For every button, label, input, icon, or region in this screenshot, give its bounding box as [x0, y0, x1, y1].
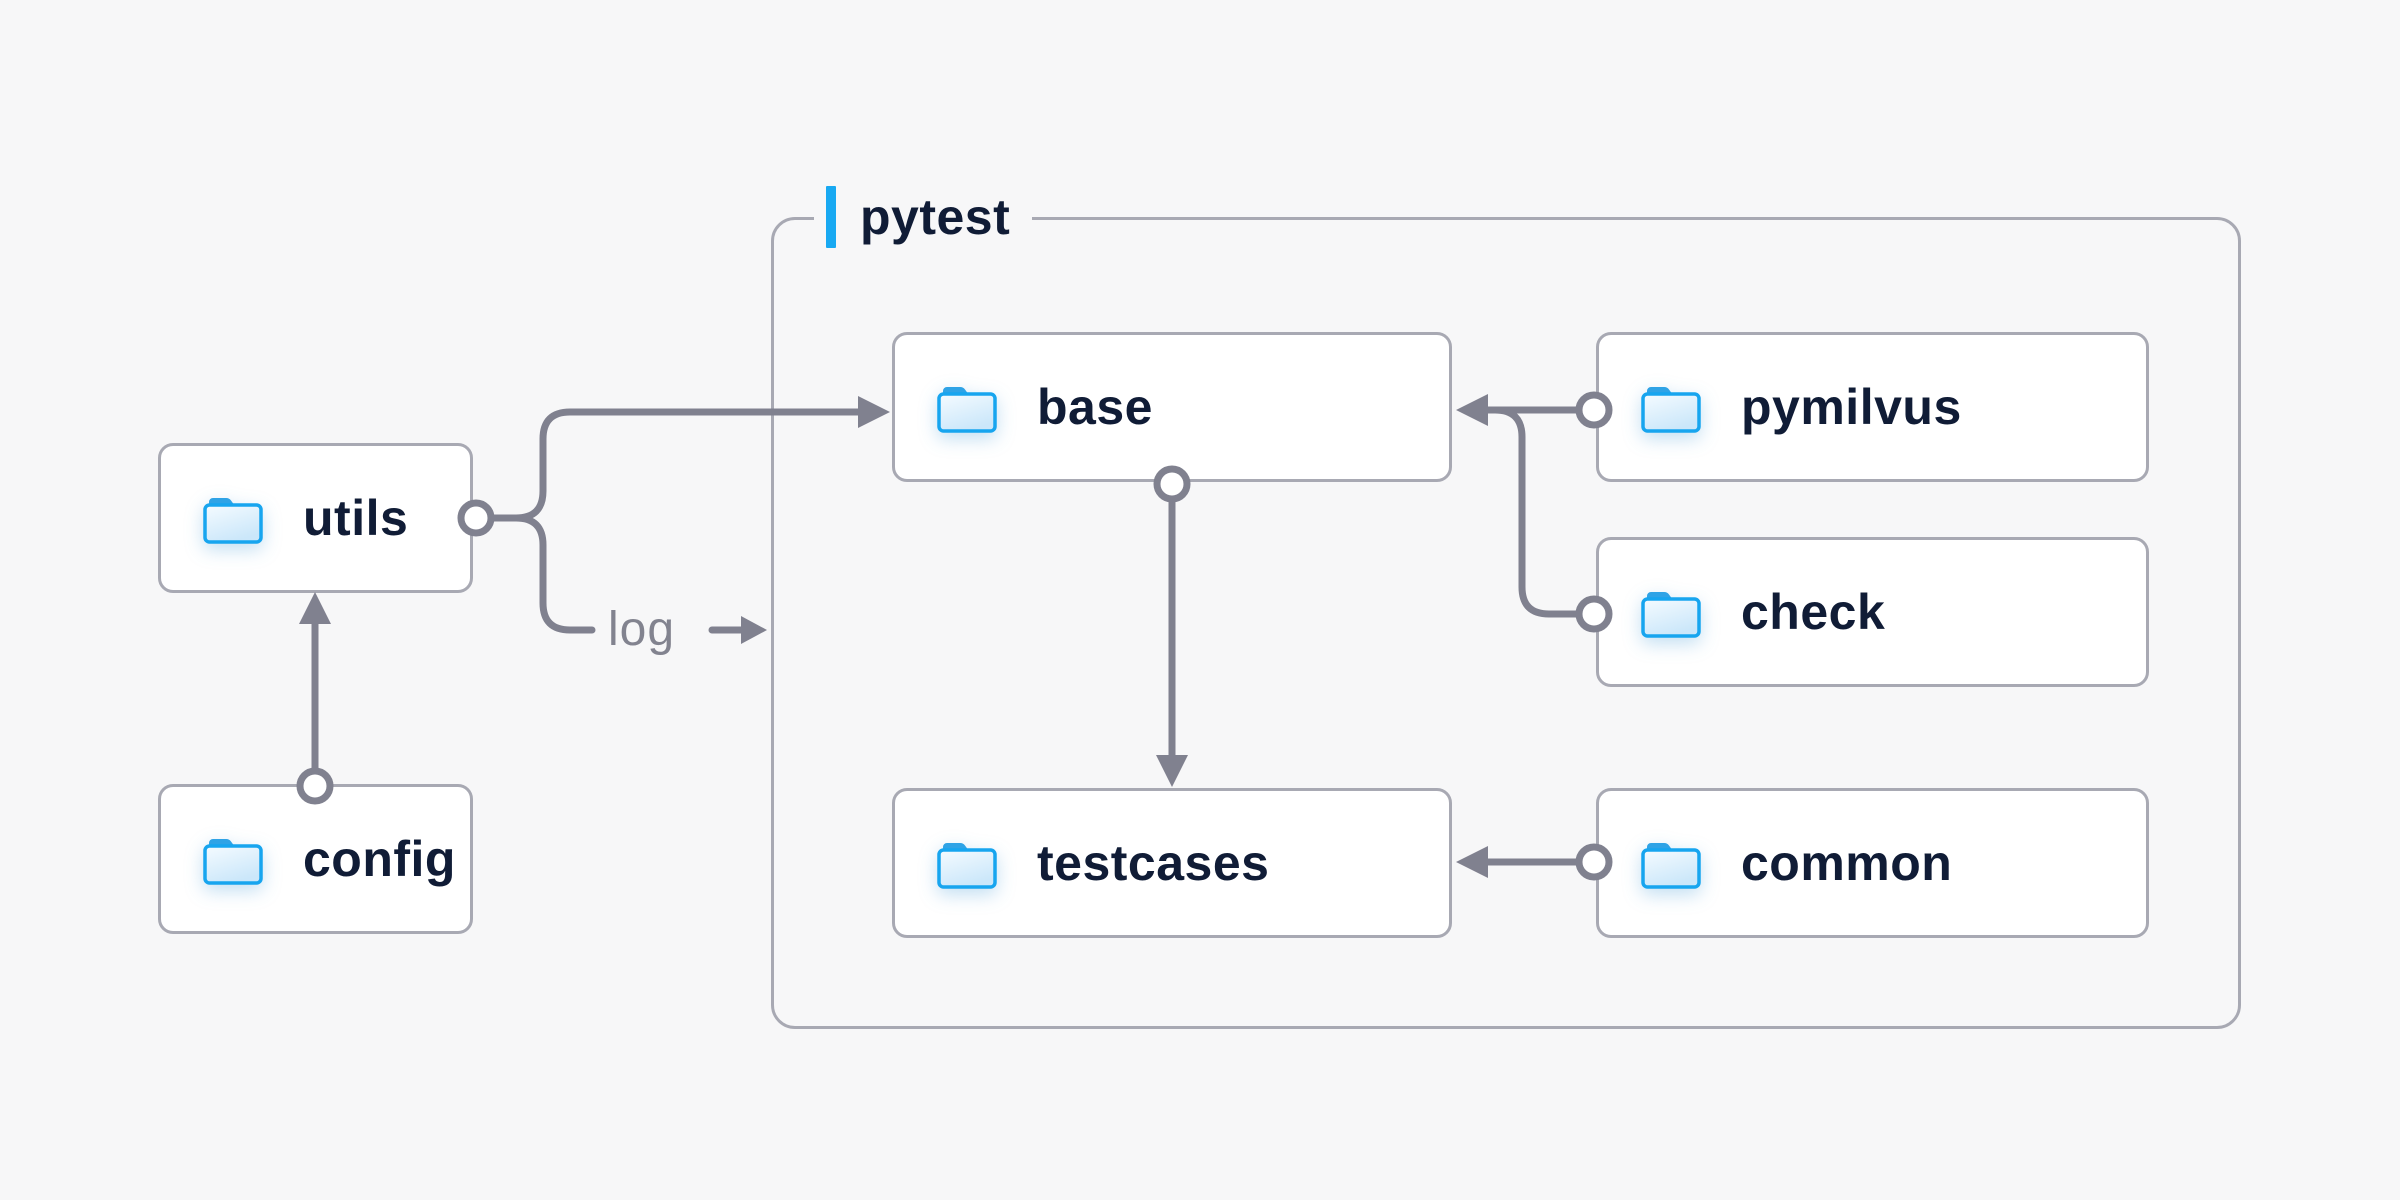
edge-label-log: log [608, 603, 676, 656]
folder-icon [203, 837, 263, 885]
pytest-group-box [771, 217, 2241, 1029]
folder-icon [937, 841, 997, 889]
node-utils-label: utils [303, 490, 409, 546]
node-common: common [1596, 788, 2149, 938]
node-check: check [1596, 537, 2149, 687]
node-testcases-label: testcases [1037, 835, 1270, 891]
node-utils: utils [158, 443, 473, 593]
node-testcases: testcases [892, 788, 1452, 938]
node-base: base [892, 332, 1452, 482]
folder-icon [1641, 385, 1701, 433]
node-common-label: common [1741, 835, 1953, 891]
node-pymilvus-label: pymilvus [1741, 379, 1962, 435]
accent-bar [826, 186, 836, 248]
pytest-group-label: pytest [814, 186, 1033, 248]
folder-icon [937, 385, 997, 433]
node-config-label: config [303, 831, 456, 887]
pytest-group-title: pytest [860, 189, 1011, 245]
node-config: config [158, 784, 473, 934]
folder-icon [1641, 841, 1701, 889]
node-check-label: check [1741, 584, 1886, 640]
folder-icon [1641, 590, 1701, 638]
folder-icon [203, 496, 263, 544]
arrowhead-log [741, 616, 767, 644]
edge-utils-to-log [512, 514, 596, 634]
node-pymilvus: pymilvus [1596, 332, 2149, 482]
arrowhead-into-utils [299, 592, 331, 624]
node-base-label: base [1037, 379, 1153, 435]
